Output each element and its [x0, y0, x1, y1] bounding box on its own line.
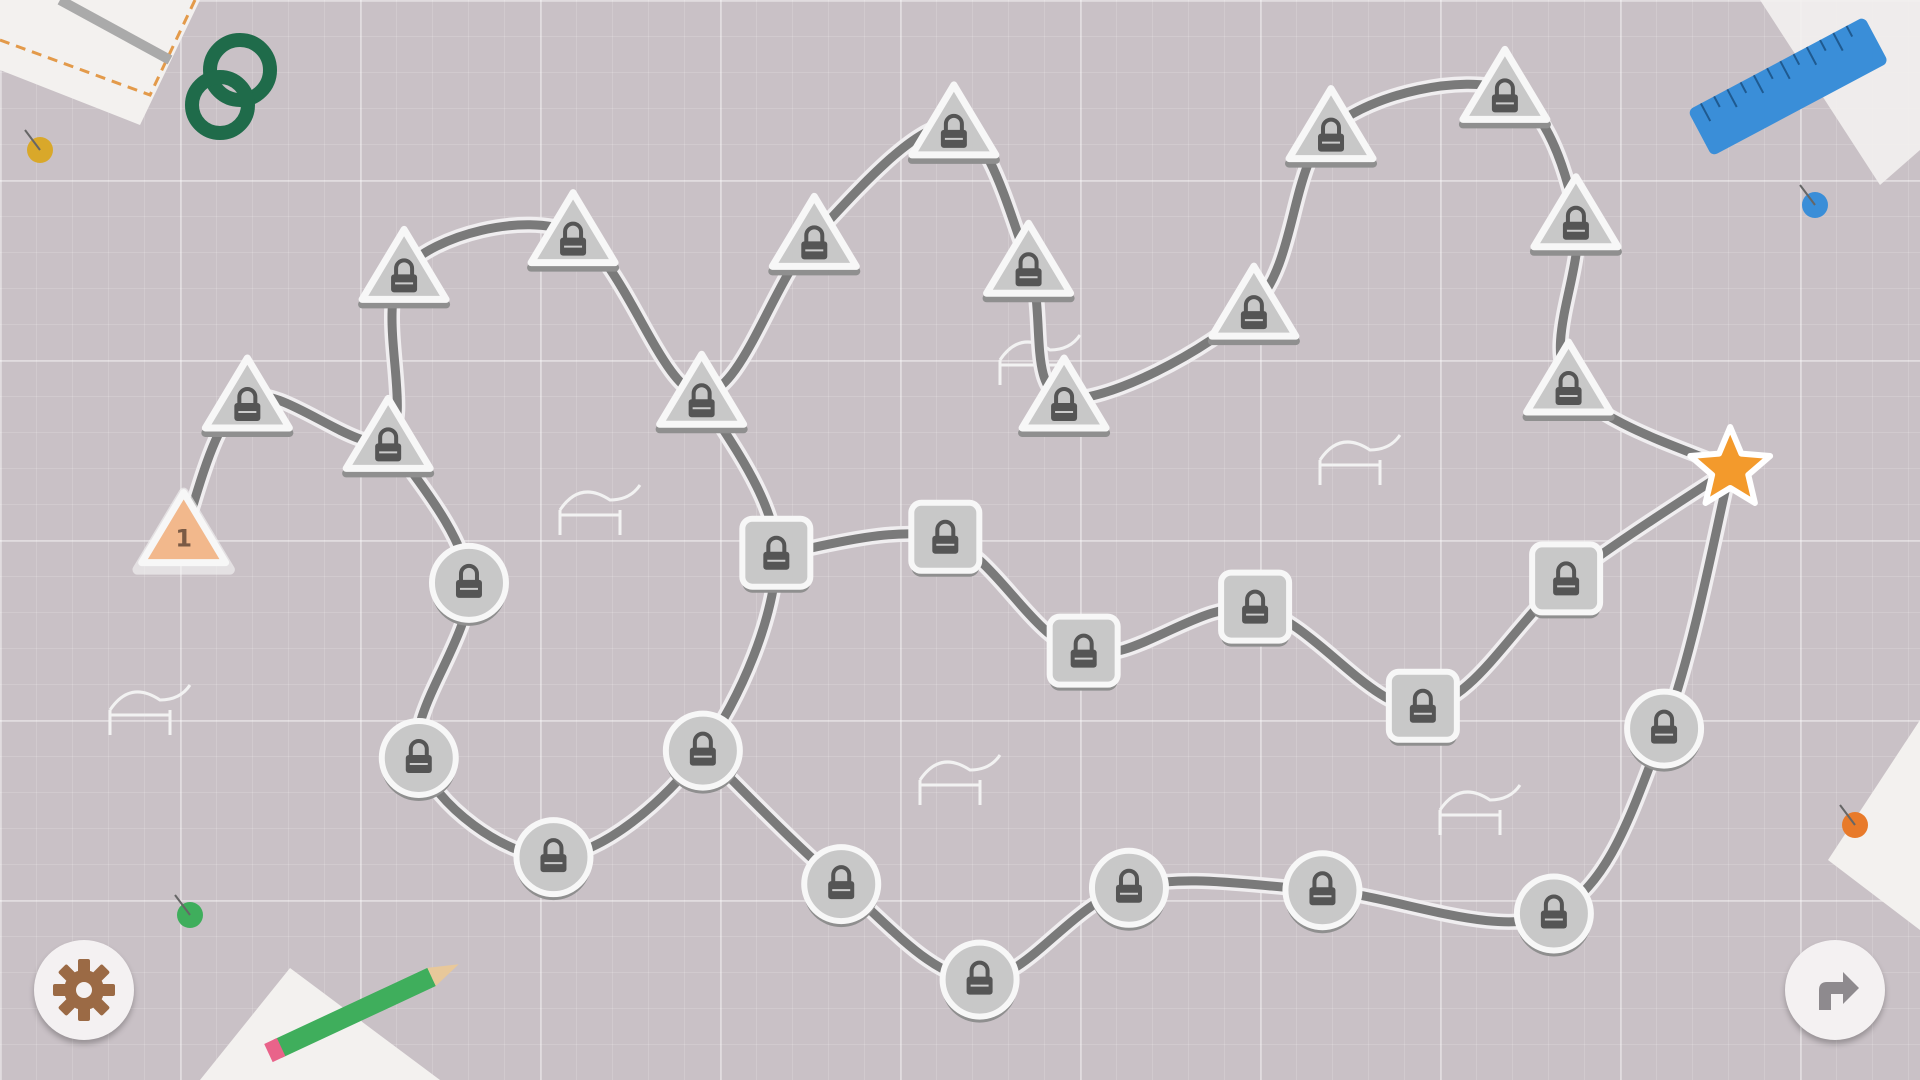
lock-icon	[940, 113, 967, 148]
locked-level-node[interactable]	[378, 717, 459, 801]
lock-icon	[234, 387, 261, 421]
level-number: 1	[175, 525, 192, 553]
locked-level-node[interactable]	[201, 354, 294, 437]
locked-level-node[interactable]	[801, 844, 882, 928]
locked-level-node[interactable]	[1207, 262, 1300, 346]
pushpin-icon	[1839, 804, 1868, 838]
lock-icon	[560, 221, 587, 256]
paperclip-dog-icon	[108, 684, 192, 735]
lock-icon	[966, 960, 993, 995]
locked-level-node[interactable]	[428, 542, 509, 626]
lock-icon	[405, 739, 432, 773]
lock-icon	[391, 258, 418, 293]
level-nodes: 1	[132, 45, 1774, 1023]
locked-level-node[interactable]	[1282, 850, 1363, 934]
pushpin-icon	[24, 129, 53, 163]
locked-level-node[interactable]	[907, 81, 1000, 164]
lock-icon	[1015, 252, 1042, 287]
lock-icon	[689, 731, 716, 766]
locked-level-node[interactable]	[939, 939, 1020, 1023]
lock-icon	[375, 427, 402, 462]
locked-level-node[interactable]	[1046, 613, 1121, 691]
lock-icon	[828, 865, 855, 900]
lock-icon	[932, 519, 959, 554]
pencil-icon	[264, 964, 459, 1063]
locked-level-node[interactable]	[1385, 668, 1460, 746]
lock-icon	[1318, 117, 1345, 152]
lock-icon	[455, 563, 482, 598]
next-button[interactable]	[1785, 940, 1885, 1040]
lock-icon	[540, 838, 567, 873]
lock-icon	[1562, 205, 1589, 240]
lock-icon	[688, 383, 715, 418]
lock-icon	[1540, 894, 1567, 929]
locked-level-node[interactable]	[982, 219, 1075, 303]
locked-level-node[interactable]	[908, 499, 983, 577]
paperclip-dog-icon	[1318, 434, 1402, 485]
scissors-icon	[57, 0, 277, 140]
locked-level-node[interactable]	[527, 189, 620, 272]
locked-level-node[interactable]	[1513, 873, 1594, 957]
paper-sheet	[0, 0, 200, 125]
locked-level-node[interactable]	[1522, 338, 1615, 422]
locked-level-node[interactable]	[1624, 688, 1705, 772]
locked-level-node[interactable]	[1285, 85, 1378, 168]
settings-button[interactable]	[34, 940, 134, 1040]
locked-level-node[interactable]	[358, 225, 451, 309]
lock-icon	[1651, 709, 1678, 744]
locked-level-node[interactable]	[768, 192, 861, 276]
lock-icon	[1051, 387, 1078, 421]
gear-icon	[53, 959, 115, 1021]
locked-level-node[interactable]	[1088, 847, 1169, 931]
ruler-icon	[1689, 18, 1887, 155]
locked-level-node[interactable]	[662, 710, 743, 794]
locked-level-node[interactable]	[739, 515, 814, 593]
paperclip-dog-icon	[998, 334, 1082, 385]
pushpin-icon	[174, 894, 203, 928]
lock-icon	[801, 225, 828, 260]
paperclip-dog-icon	[1438, 784, 1522, 835]
locked-level-node[interactable]	[1018, 354, 1111, 437]
lock-icon	[1309, 871, 1336, 906]
lock-icon	[1242, 589, 1269, 624]
paperclip-dog-icon	[558, 484, 642, 535]
lock-icon	[1070, 633, 1097, 668]
paper-sheet	[1760, 0, 1920, 185]
lock-icon	[1115, 868, 1142, 903]
lock-icon	[1409, 688, 1436, 723]
lock-icon	[1555, 371, 1582, 406]
locked-level-node[interactable]	[1529, 173, 1622, 256]
locked-level-node[interactable]	[513, 817, 594, 901]
locked-level-node[interactable]	[342, 394, 435, 478]
lock-icon	[1553, 561, 1580, 596]
locked-level-node[interactable]	[1529, 541, 1604, 619]
pushpin-icon	[1799, 184, 1828, 218]
lock-icon	[763, 535, 790, 570]
lock-icon	[1240, 295, 1267, 330]
goal-star-node[interactable]	[1687, 423, 1774, 506]
star-icon	[1687, 423, 1774, 506]
lock-icon	[1491, 78, 1518, 113]
paperclip-dog-icon	[918, 754, 1002, 805]
locked-level-node[interactable]	[655, 350, 748, 434]
redo-arrow-icon	[1819, 972, 1859, 1010]
paper-sheet	[1828, 720, 1920, 930]
locked-level-node[interactable]	[1458, 45, 1551, 129]
level-1-node[interactable]: 1	[132, 487, 235, 575]
locked-level-node[interactable]	[1218, 569, 1293, 647]
